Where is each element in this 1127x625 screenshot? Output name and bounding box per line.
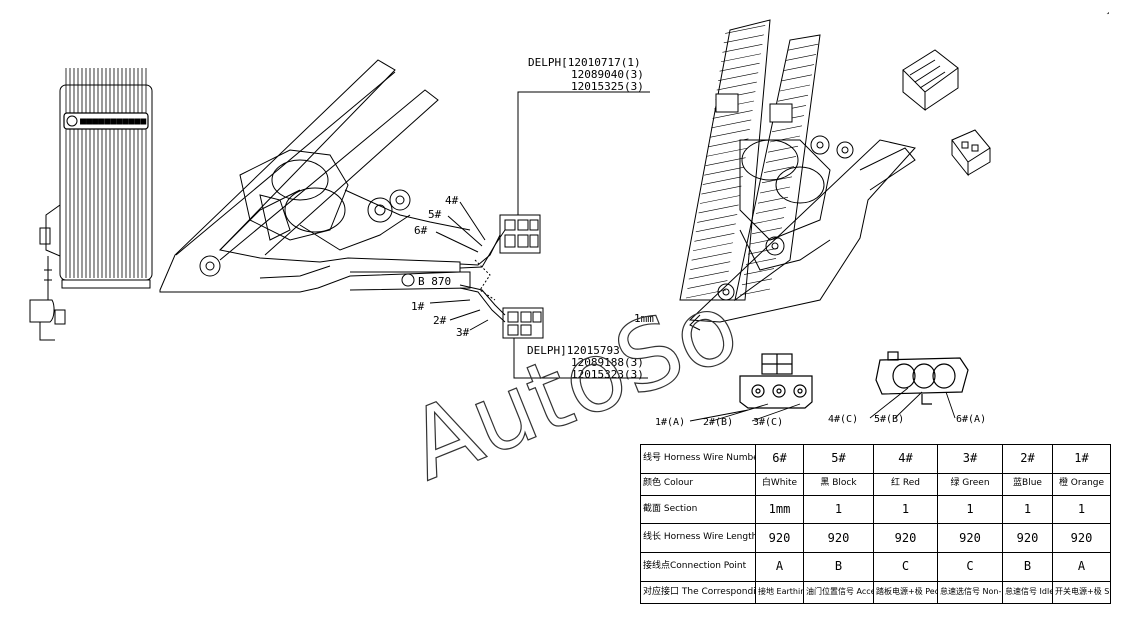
connector-top-part-1: DELPH[12010717(1) bbox=[528, 56, 641, 69]
pin-label-5b: 5#(B) bbox=[874, 414, 904, 425]
interfaces-row: 对应接口 The Corresponding Interfaces接地 Eart… bbox=[640, 580, 1111, 605]
row-header: 截面 Section bbox=[640, 494, 756, 525]
table-cell: C bbox=[873, 552, 938, 582]
table-cell: 踏板电源+极 Pedal Power + Pole bbox=[873, 580, 938, 605]
table-cell: 1 bbox=[937, 494, 1003, 525]
table-cell: A bbox=[1052, 552, 1111, 582]
table-cell: C bbox=[937, 552, 1003, 582]
table-cell: A bbox=[755, 552, 804, 582]
table-cell: 1 bbox=[1052, 494, 1111, 525]
wire-label-5: 5# bbox=[428, 208, 442, 221]
pin-label-6a: 6#(A) bbox=[956, 414, 986, 425]
sleeve-label: B 870 bbox=[418, 275, 451, 288]
row-header: 接线点Connection Point bbox=[640, 552, 756, 582]
connector-bottom-part-3: 12015323(3) bbox=[571, 368, 644, 381]
connector-top-part-2: 12089040(3) bbox=[571, 68, 644, 81]
table-cell: 920 bbox=[937, 523, 1003, 554]
row-header: 颜色 Colour bbox=[640, 472, 756, 496]
connector-top-part-3: 12015325(3) bbox=[571, 80, 644, 93]
table-cell: 920 bbox=[755, 523, 804, 554]
row-header: 线长 Horness Wire Length bbox=[640, 523, 756, 554]
wire-label-3: 3# bbox=[456, 326, 470, 339]
table-cell: 接地 Earthing bbox=[755, 580, 804, 605]
table-cell: 红 Red bbox=[873, 472, 938, 496]
pinout-right bbox=[869, 351, 969, 419]
pedal-perspective-view bbox=[679, 19, 991, 331]
table-cell: 1 bbox=[1002, 494, 1053, 525]
wiring-harness bbox=[349, 91, 650, 379]
row-header: 对应接口 The Corresponding Interfaces bbox=[640, 580, 756, 605]
table-cell: 920 bbox=[803, 523, 874, 554]
table-cell: 橙 Orange bbox=[1052, 472, 1111, 496]
table-cell: 怠速选信号 Non-idle Speed Signal bbox=[937, 580, 1003, 605]
table-cell: 黑 Block bbox=[803, 472, 874, 496]
connector-bottom-part-2: 12089188(3) bbox=[571, 356, 644, 369]
table-cell: B bbox=[1002, 552, 1053, 582]
table-cell: 1 bbox=[873, 494, 938, 525]
table-cell: 开关电源+极 Switch Power +Pole bbox=[1052, 580, 1111, 605]
table-cell: 怠速信号 Idle Speed Signal bbox=[1002, 580, 1053, 605]
pin-label-1a: 1#(A) bbox=[655, 417, 685, 428]
row-header: 线号 Horness Wire Number bbox=[640, 444, 756, 474]
table-cell: 5# bbox=[803, 444, 874, 474]
corner-mark: ¸ bbox=[1105, 4, 1111, 15]
wire-label-2: 2# bbox=[433, 314, 447, 327]
pin-label-3c: 3#(C) bbox=[753, 417, 783, 428]
table-cell: 绿 Green bbox=[937, 472, 1003, 496]
svg-text:■■■■■■■■■■■: ■■■■■■■■■■■ bbox=[80, 116, 146, 127]
table-cell: B bbox=[803, 552, 874, 582]
table-cell: 4# bbox=[873, 444, 938, 474]
table-cell: 蓝Blue bbox=[1002, 472, 1053, 496]
table-cell: 1 bbox=[803, 494, 874, 525]
pin-label-4c: 4#(C) bbox=[828, 414, 858, 425]
table-cell: 2# bbox=[1002, 444, 1053, 474]
wire-label-4: 4# bbox=[445, 194, 459, 207]
pin-label-2b: 2#(B) bbox=[703, 417, 733, 428]
table-cell: 920 bbox=[1002, 523, 1053, 554]
table-cell: 920 bbox=[1052, 523, 1111, 554]
table-cell: 1# bbox=[1052, 444, 1111, 474]
table-cell: 3# bbox=[937, 444, 1003, 474]
size-label: 1mm bbox=[634, 312, 654, 325]
table-cell: 920 bbox=[873, 523, 938, 554]
pedal-front-view: ■■■■■■■■■■■ bbox=[29, 68, 153, 341]
wire-label-6: 6# bbox=[414, 224, 428, 237]
table-cell: 6# bbox=[755, 444, 804, 474]
wire-label-1: 1# bbox=[411, 300, 425, 313]
table-cell: 1mm bbox=[755, 494, 804, 525]
pinout-left bbox=[689, 353, 813, 422]
pedal-side-view bbox=[159, 59, 471, 293]
callout-labels: DELPH[12010717(1) 12089040(3) 12015325(3… bbox=[411, 4, 1111, 428]
connector-bottom-part-1: DELPH]12015793 bbox=[527, 344, 620, 357]
table-cell: 油门位置信号 Accelerator Pedal Position Signal bbox=[803, 580, 874, 605]
table-cell: 白White bbox=[755, 472, 804, 496]
